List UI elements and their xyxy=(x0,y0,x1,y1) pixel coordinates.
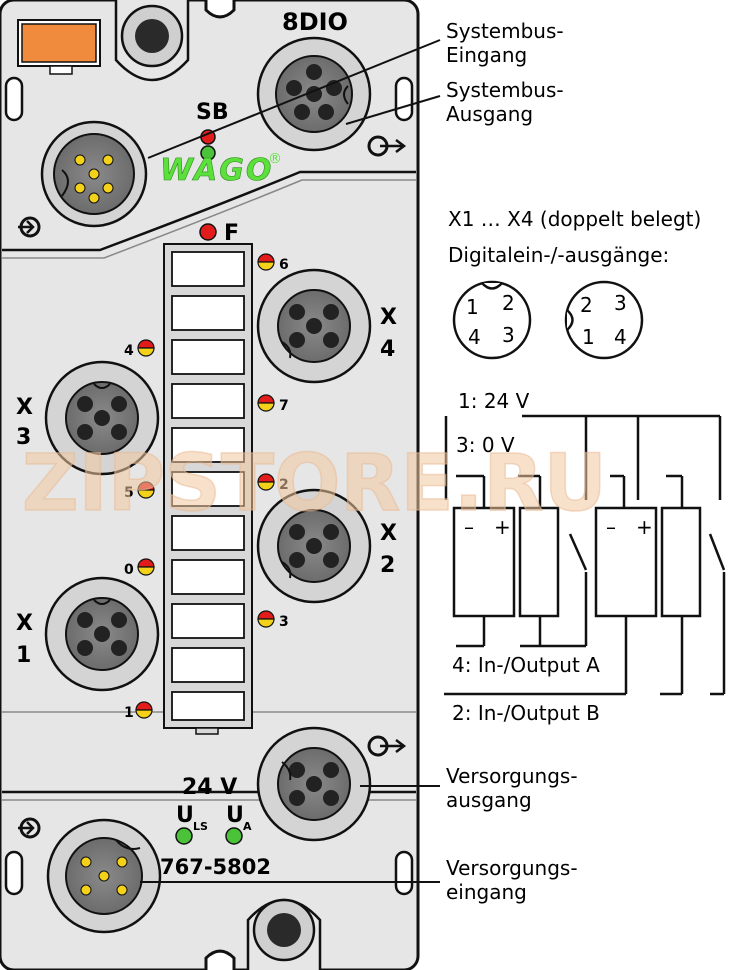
output-arrow-icon xyxy=(367,735,407,757)
box3-plus: + xyxy=(636,515,653,539)
callout-systembus-in-line2: Eingang xyxy=(446,43,527,67)
channel-led-0 xyxy=(137,558,155,576)
port-x2 xyxy=(256,488,372,604)
input-arrow-icon xyxy=(18,817,41,839)
port-label-x2: X xyxy=(380,521,397,546)
locking-latch xyxy=(17,19,101,75)
callout-supply-out-line2: ausgang xyxy=(446,788,532,812)
male-pin-4: 4 xyxy=(468,325,481,349)
channel-number-0: 0 xyxy=(124,562,134,578)
port-x1 xyxy=(44,576,160,692)
pinout-connector-female xyxy=(564,280,644,360)
module-label: 8DIO xyxy=(282,8,348,36)
female-pin-2: 2 xyxy=(580,293,593,317)
sb-led-green xyxy=(200,145,216,161)
pinout-subtitle: Digitalein-/-ausgänge: xyxy=(448,243,669,267)
box3-minus: – xyxy=(606,515,616,539)
channel-led-4 xyxy=(137,339,155,357)
callout-lines xyxy=(140,39,441,883)
wiring-label-output-a: 4: In-/Output A xyxy=(452,653,600,677)
port-x3 xyxy=(44,360,160,476)
uls-led xyxy=(175,827,193,845)
channel-number-7: 7 xyxy=(279,398,289,414)
sb-label: SB xyxy=(196,100,229,125)
wiring-label-24v: 1: 24 V xyxy=(458,389,530,413)
box1-minus: – xyxy=(464,515,474,539)
input-arrow-icon xyxy=(18,216,41,238)
callout-systembus-out-line1: Systembus- xyxy=(446,78,564,102)
wago-logo: WAGO xyxy=(160,153,273,188)
callout-systembus-in-line1: Systembus- xyxy=(446,19,564,43)
callout-supply-in-line2: eingang xyxy=(446,880,527,904)
ua-letter: U xyxy=(226,803,244,828)
ua-subscript: A xyxy=(243,820,252,833)
channel-number-4: 4 xyxy=(124,343,134,359)
callout-supply-out-line1: Versorgungs- xyxy=(446,764,578,788)
registered-mark: ® xyxy=(268,151,282,167)
part-number: 767-5802 xyxy=(160,855,271,879)
port-number-x2: 2 xyxy=(380,553,395,578)
mounting-screw-bottom xyxy=(246,898,322,970)
uls-letter: U xyxy=(176,803,194,828)
port-systembus-in xyxy=(40,120,148,228)
channel-led-3 xyxy=(257,610,275,628)
port-supply-out xyxy=(256,726,372,842)
callout-systembus-out-line2: Ausgang xyxy=(446,102,533,126)
channel-led-5 xyxy=(137,481,155,499)
fault-led xyxy=(199,223,217,241)
mounting-screw-top xyxy=(114,0,190,82)
female-pin-4: 4 xyxy=(614,325,627,349)
port-x4 xyxy=(256,268,372,384)
wiring-label-output-b: 2: In-/Output B xyxy=(452,701,600,725)
male-pin-3: 3 xyxy=(502,323,515,347)
channel-led-7 xyxy=(257,394,275,412)
fault-label: F xyxy=(224,221,239,246)
channel-number-2: 2 xyxy=(279,477,289,493)
port-label-x3: X xyxy=(16,395,33,420)
channel-led-6 xyxy=(257,253,275,271)
channel-number-6: 6 xyxy=(279,257,289,273)
female-pin-1: 1 xyxy=(582,325,595,349)
ua-led xyxy=(225,827,243,845)
marker-strip xyxy=(163,243,253,735)
port-label-x4: X xyxy=(380,305,397,330)
uls-subscript: LS xyxy=(193,820,208,833)
channel-number-5: 5 xyxy=(124,485,134,501)
port-number-x1: 1 xyxy=(16,643,31,668)
channel-number-1: 1 xyxy=(124,705,134,721)
port-systembus-out xyxy=(256,36,372,152)
port-supply-in xyxy=(46,818,162,934)
watermark: ZIPSTORE.RU xyxy=(22,439,607,529)
pinout-title: X1 … X4 (doppelt belegt) xyxy=(448,207,701,231)
port-number-x4: 4 xyxy=(380,337,395,362)
male-pin-2: 2 xyxy=(502,291,515,315)
port-label-x1: X xyxy=(16,611,33,636)
pinout-connector-male xyxy=(452,280,532,360)
box1-plus: + xyxy=(494,515,511,539)
wiring-label-0v: 3: 0 V xyxy=(456,433,515,457)
channel-number-3: 3 xyxy=(279,614,289,630)
male-pin-1: 1 xyxy=(466,295,479,319)
wiring-schematic xyxy=(444,414,726,696)
channel-led-1 xyxy=(135,701,153,719)
female-pin-3: 3 xyxy=(614,291,627,315)
channel-led-2 xyxy=(257,473,275,491)
voltage-label: 24 V xyxy=(182,775,237,800)
output-arrow-icon xyxy=(367,135,407,157)
callout-supply-in-line1: Versorgungs- xyxy=(446,856,578,880)
port-number-x3: 3 xyxy=(16,425,31,450)
